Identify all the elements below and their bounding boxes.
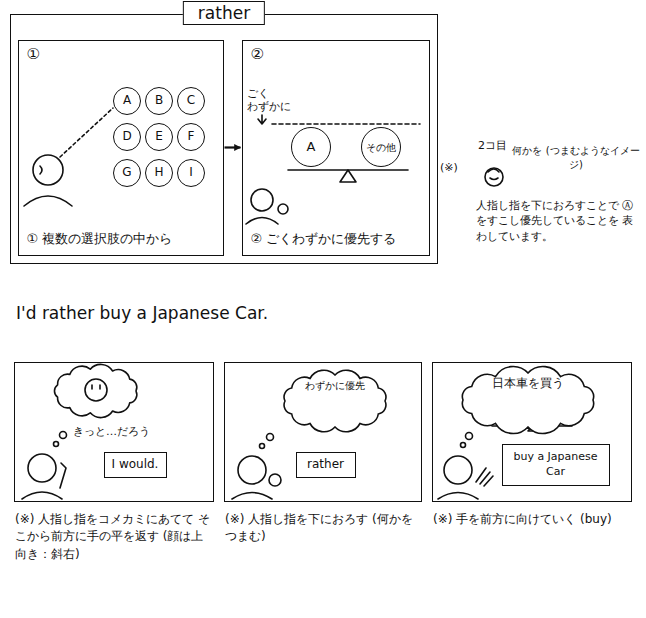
thought-bubble: わずかに優先 (280, 370, 390, 432)
word-box: I would. (104, 452, 167, 478)
node-label: rather (304, 457, 347, 473)
fist (278, 204, 288, 214)
example-sentence: I'd rather buy a Japanese Car. (16, 302, 268, 326)
thought-bubble (54, 364, 136, 417)
open-hand (476, 468, 493, 486)
option-circle: G (113, 159, 141, 187)
option-circle: その他 (361, 127, 401, 167)
caption-text: (※) 人指し指を下におろす (何かをつまむ) (225, 511, 423, 546)
person-ear (40, 166, 42, 174)
person-head (444, 456, 472, 484)
person-shoulders (232, 493, 272, 500)
bubble-trail (267, 434, 274, 441)
note-text: 2コ目 (478, 138, 507, 153)
seesaw-fulcrum (340, 170, 356, 182)
node-label: D (119, 129, 134, 145)
person-head (33, 155, 63, 185)
bubble-trail (260, 444, 265, 449)
option-circle: C (177, 87, 205, 115)
node-label: A (304, 139, 319, 156)
level-line (272, 123, 420, 125)
panel-number: ② (251, 45, 264, 65)
frame-box: A B C D E F G H I ① ① 複数の選択肢の中から A その他 ② ごく わずかに ② ごくわず… (10, 14, 438, 264)
node-label: buy a Japanese Car (503, 450, 609, 479)
fist-icon (485, 168, 503, 186)
panel-box: A B C D E F G H I ① ① 複数の選択肢の中から (18, 40, 224, 256)
panel1-figure (24, 108, 113, 206)
node-label: わずかに優先 (280, 379, 390, 392)
caption-text: (※) 人指し指をコメカミにあてて そこから前方に手の平を返す (顔は上向き：斜… (15, 511, 215, 563)
pointing-hand (60, 463, 66, 488)
node-label: C (184, 93, 198, 109)
down-arrow (258, 115, 266, 124)
node-label: E (152, 129, 166, 145)
panel-box: わずかに優先rather(※) 人指し指を下におろす (何かをつまむ) (224, 362, 422, 502)
thought-bubble: 日本車を買う (458, 368, 598, 432)
bubble-outline (280, 370, 390, 432)
node-label: F (185, 129, 198, 145)
speech-text: きっと…だろう (73, 424, 150, 440)
person-head (238, 456, 266, 484)
option-circle: E (145, 123, 173, 151)
node-label: H (151, 165, 166, 181)
note-figure (485, 168, 503, 186)
note-mark: (※) (440, 160, 458, 175)
option-circle: F (177, 123, 205, 151)
bottom1-figure (22, 379, 107, 499)
person-shoulders (246, 218, 278, 225)
node-label: B (152, 93, 166, 109)
bubble-trail (60, 432, 67, 439)
option-circle: A (113, 87, 141, 115)
node-label: その他 (363, 141, 399, 154)
caption-text: ① 複数の選択肢の中から (27, 231, 217, 248)
gaze-leader (60, 108, 113, 157)
note-text: 何かを (つまむようなイメージ) (512, 144, 640, 172)
flow-arrow (225, 146, 241, 148)
face-eyes (92, 385, 100, 389)
title-tab: rather (183, 1, 265, 25)
note-text: ごく わずかに (247, 87, 295, 115)
panel2-figure (246, 115, 420, 224)
person-head (251, 189, 273, 211)
option-circle: A (291, 127, 331, 167)
option-circle: B (145, 87, 173, 115)
panel-box: 日本車を買うbuy a Japanese Car(※) 手を前方に向けていく (… (432, 362, 632, 502)
bubble-trail (461, 443, 466, 448)
person-shoulders (22, 492, 62, 499)
fist-curl (488, 169, 499, 180)
option-circle: D (113, 123, 141, 151)
note-text: 人指し指を下におろすことで Ⓐをすこし優先していることを 表わしています。 (476, 198, 638, 244)
node-label: G (119, 165, 134, 181)
person-shoulders (24, 196, 72, 206)
option-circle: I (177, 159, 205, 187)
word-box: rather (296, 452, 356, 478)
node-label: I would. (109, 457, 162, 473)
fist (269, 474, 281, 486)
caption-text: ② ごくわずかに優先する (251, 231, 427, 248)
word-box: buy a Japanese Car (502, 444, 610, 486)
person-head (28, 454, 56, 482)
panel-box: A その他 ② ごく わずかに ② ごくわずかに優先する (242, 40, 430, 256)
node-label: A (120, 93, 134, 109)
panel-box: I would.きっと…だろう(※) 人指し指をコメカミにあてて そこから前方に… (14, 362, 214, 502)
bubble-trail (466, 433, 473, 440)
option-circle: H (145, 159, 173, 187)
person-shoulders (438, 493, 478, 500)
bubble-face (85, 379, 107, 401)
caption-text: (※) 手を前方に向けていく (buy) (433, 511, 633, 528)
node-label: 日本車を買う (458, 376, 598, 392)
thought-bubbles (54, 364, 136, 417)
bubble-outline (284, 370, 386, 432)
node-label: I (186, 165, 196, 181)
bubble-trail (54, 442, 59, 447)
panel-number: ① (27, 45, 40, 65)
